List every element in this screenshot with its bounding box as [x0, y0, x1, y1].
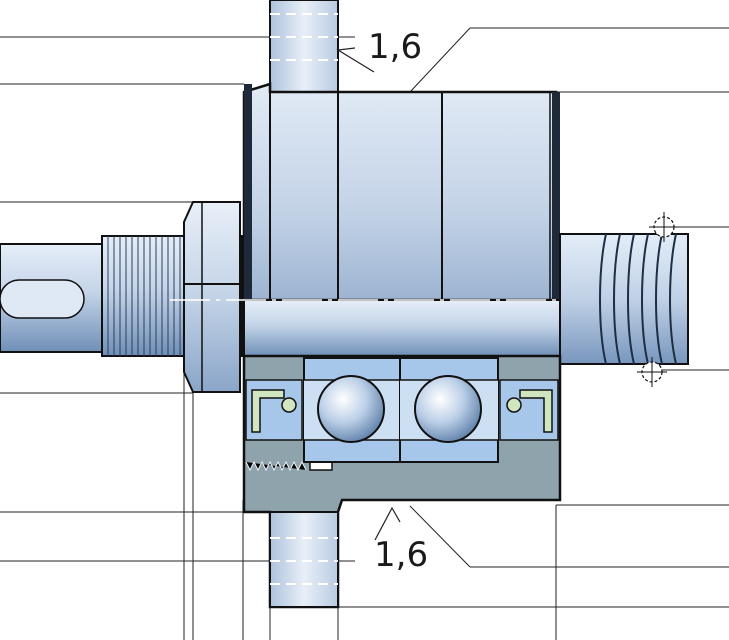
bearing-left [303, 357, 401, 463]
roughness-symbol-bottom [374, 506, 401, 541]
bearing-right [399, 357, 499, 463]
roughness-symbol-top [336, 47, 375, 73]
bearing-ball-icon [317, 375, 385, 443]
seal-left [245, 379, 303, 441]
roughness-label-bottom: 1,6 [374, 535, 428, 575]
lock-nut [183, 201, 241, 393]
seal-right [499, 379, 559, 441]
ball-screw [559, 212, 689, 387]
upper-flange [269, 0, 339, 93]
leader-lines [0, 27, 729, 640]
roughness-label-top: 1,6 [368, 27, 422, 67]
keyway-slot [0, 279, 85, 319]
bearing-ball-icon [414, 375, 482, 443]
lower-flange [269, 511, 339, 608]
inner-shaft [170, 299, 580, 357]
